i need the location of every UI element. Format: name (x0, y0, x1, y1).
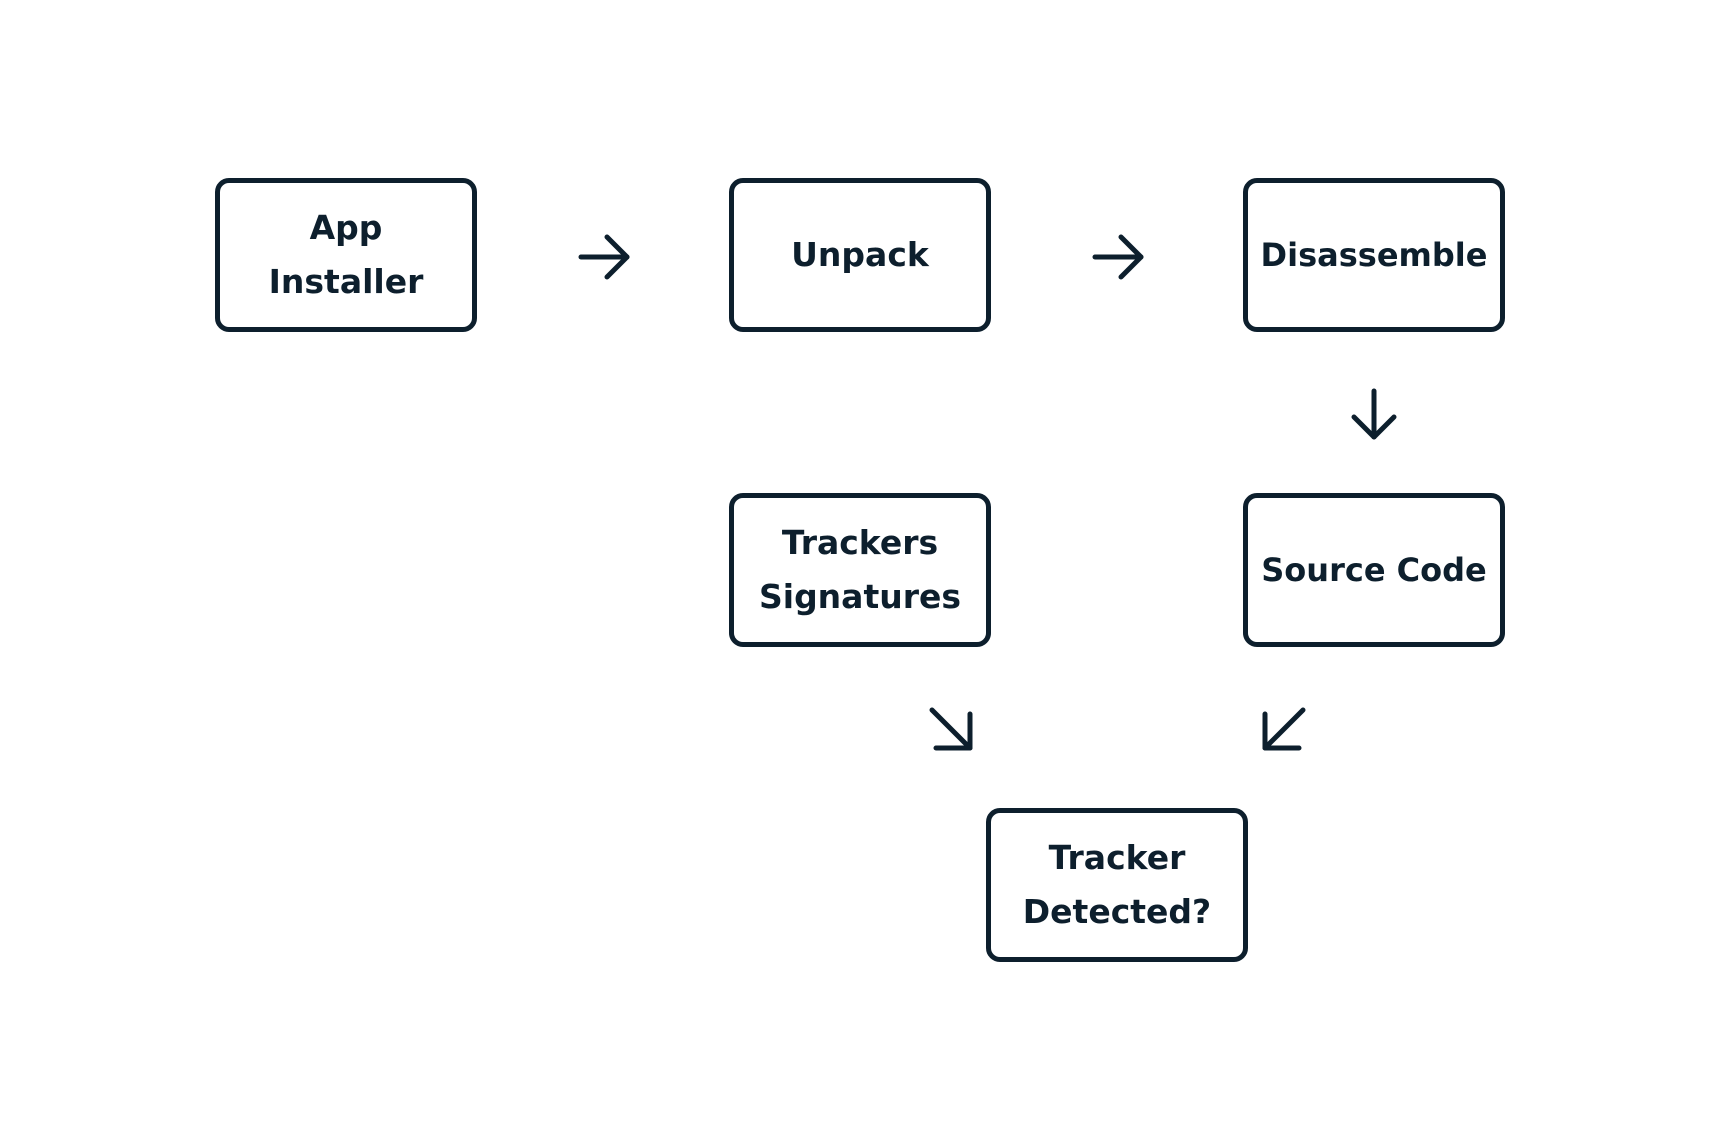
arrow-down-right-icon (924, 702, 980, 758)
node-tracker-detected: Tracker Detected? (986, 808, 1248, 962)
node-source-code: Source Code (1243, 493, 1505, 647)
arrow-down-icon (1346, 387, 1402, 443)
arrow-right-icon (1091, 229, 1147, 285)
node-label: Tracker Detected? (1022, 838, 1212, 931)
node-label: Disassemble (1260, 236, 1488, 274)
node-disassemble: Disassemble (1243, 178, 1505, 332)
node-app-installer: App Installer (215, 178, 477, 332)
node-trackers-signatures: Trackers Signatures (729, 493, 991, 647)
arrow-down-left-icon (1255, 702, 1311, 758)
node-label: App Installer (268, 208, 424, 301)
node-label: Trackers Signatures (758, 523, 962, 616)
node-label: Source Code (1261, 551, 1487, 589)
node-label: Unpack (791, 235, 929, 274)
arrow-right-icon (577, 229, 633, 285)
node-unpack: Unpack (729, 178, 991, 332)
